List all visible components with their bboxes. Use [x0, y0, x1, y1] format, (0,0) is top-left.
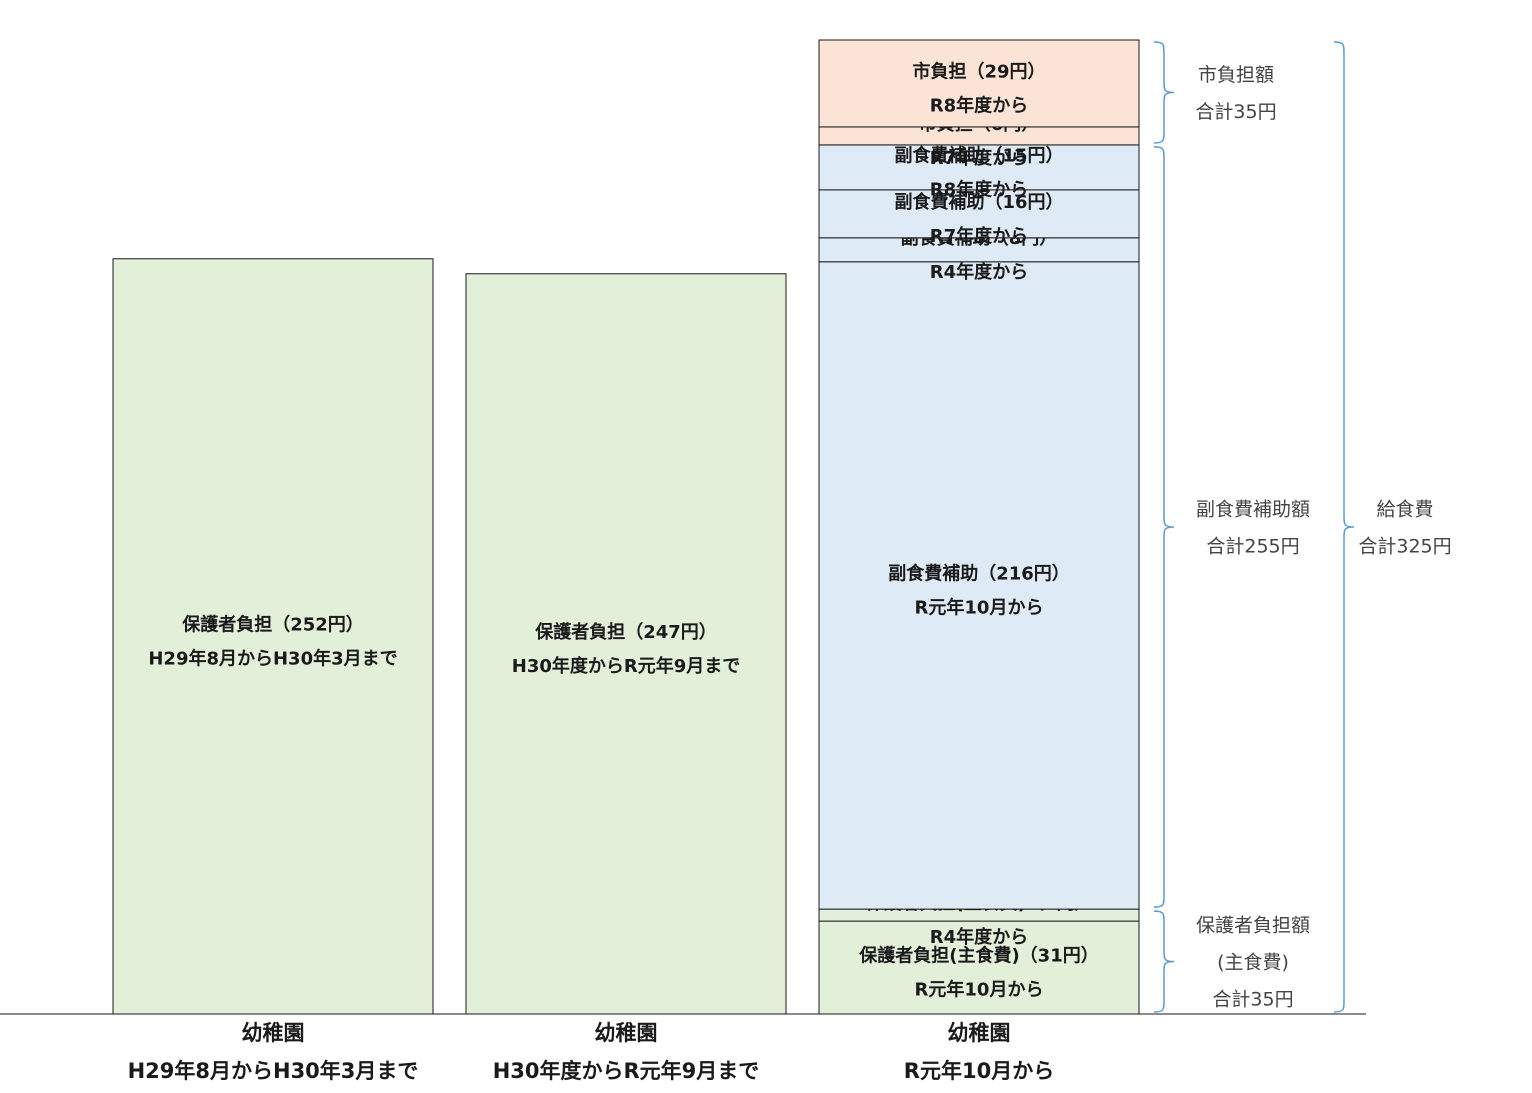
category-period-label: R元年10月から [904, 1059, 1054, 1083]
brace-city [1153, 41, 1175, 144]
segment-period-label: R元年10月から [915, 979, 1044, 1001]
brace-total [1333, 41, 1355, 1013]
bars: 保護者負担（252円） H29年8月からH30年3月まで 保護者負担（247円） H3… [112, 39, 1140, 1015]
segment-period-label: R8年度から [930, 178, 1028, 200]
segment-period-label: R7年度から [930, 225, 1028, 247]
braces: 保護者負担額(主食費)合計35円副食費補助額合計255円市負担額合計35円給食費… [1153, 41, 1452, 1013]
segment-label: 市負担（29円） [912, 60, 1045, 82]
segment-period-label: H29年8月からH30年3月まで [148, 647, 397, 669]
brace-label-city: 合計35円 [1195, 101, 1276, 123]
bar-segment [818, 261, 1140, 910]
segment-label: 副食費補助（16円） [894, 191, 1063, 213]
category-label: 幼稚園 [948, 1021, 1011, 1045]
brace-label-parent: 保護者負担額 [1196, 915, 1310, 937]
segment-label: 副食費補助（15円） [894, 144, 1063, 166]
bar-segment [818, 920, 1140, 1015]
bar-segment [818, 144, 1140, 191]
segment-period-label: R4年度から [930, 926, 1028, 948]
brace-label-total: 合計325円 [1358, 536, 1451, 558]
segment-period-label: R7年度から [930, 147, 1028, 169]
segment-period-label: R4年度から [930, 261, 1028, 283]
segment-label: 保護者負担(主食費)（31円） [858, 945, 1099, 967]
segment-label: 副食費補助（216円） [888, 562, 1070, 584]
brace-subsidy [1153, 146, 1175, 908]
category-labels: 幼稚園H29年8月からH30年3月まで幼稚園H30年度からR元年9月まで幼稚園R… [128, 1021, 1055, 1083]
bar-segment [818, 39, 1140, 128]
segment-label: 保護者負担（247円） [534, 621, 717, 643]
brace-label-subsidy: 副食費補助額 [1196, 499, 1310, 521]
brace-label-total: 給食費 [1376, 499, 1433, 521]
bar-segment [465, 273, 787, 1015]
category-label: 幼稚園 [595, 1021, 658, 1045]
brace-label-subsidy: 合計255円 [1206, 536, 1299, 558]
brace-label-parent: (主食費) [1217, 952, 1289, 974]
bar-segment [112, 258, 434, 1015]
category-label: 幼稚園 [242, 1021, 305, 1045]
brace-parent [1153, 910, 1175, 1013]
segment-label: 保護者負担（252円） [181, 613, 364, 635]
brace-label-city: 市負担額 [1198, 64, 1274, 86]
segment-period-label: H30年度からR元年9月まで [512, 655, 741, 677]
segment-period-label: R元年10月から [915, 596, 1044, 618]
category-period-label: H29年8月からH30年3月まで [128, 1059, 419, 1083]
bar-segment [818, 189, 1140, 239]
segment-period-label: R8年度から [930, 94, 1028, 116]
brace-label-parent: 合計35円 [1212, 989, 1293, 1011]
category-period-label: H30年度からR元年9月まで [493, 1059, 760, 1083]
